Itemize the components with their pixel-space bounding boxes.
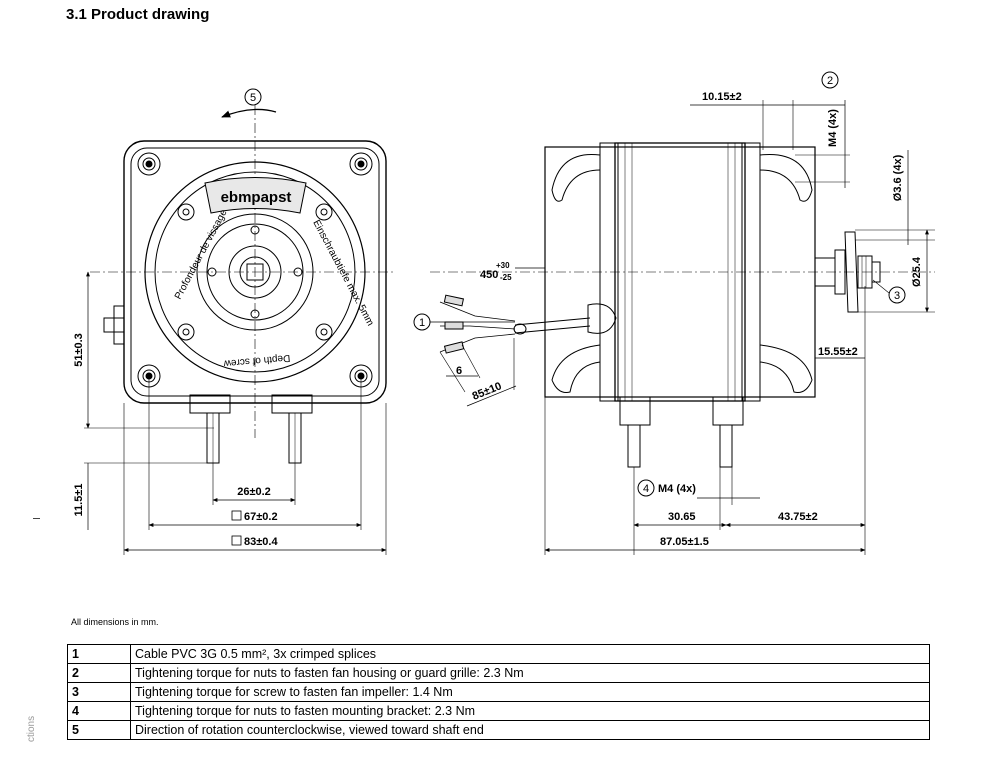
callout-1: 1 (419, 317, 425, 329)
callout-4: 4 (643, 483, 649, 495)
dim-m4-top: M4 (4x) (827, 109, 839, 147)
margin-mark (33, 518, 40, 519)
dim-25-4: Ø25.4 (911, 256, 923, 287)
product-drawing: ebmpapst Profondeur de vissage Einschrau… (73, 71, 935, 555)
label-de: Einschraubtiefe max. 5mm (310, 218, 375, 328)
note-text: Direction of rotation counterclockwise, … (130, 720, 930, 740)
dim-m4-bottom: M4 (4x) (658, 483, 696, 495)
table-row: 3 Tightening torque for screw to fasten … (67, 682, 930, 702)
label-fr: Profondeur de vissage (173, 208, 230, 302)
dim-15-55: 15.55±2 (818, 346, 858, 358)
note-number: 3 (67, 682, 131, 702)
note-number: 2 (67, 663, 131, 683)
note-number: 1 (67, 644, 131, 664)
dim-87-05: 87.05±1.5 (660, 536, 709, 548)
dim-11-5: 11.5±1 (73, 484, 85, 517)
dim-26: 26±0.2 (237, 486, 271, 498)
dim-83: 83±0.4 (244, 536, 278, 548)
dim-3-6: Ø3.6 (4x) (892, 154, 904, 201)
note-text: Cable PVC 3G 0.5 mm², 3x crimped splices (130, 644, 930, 664)
note-text: Tightening torque for nuts to fasten mou… (130, 701, 930, 721)
dim-450-tol-up: +30 (496, 261, 510, 270)
corner-holes (137, 152, 373, 388)
dim-85: 85±10 (471, 380, 504, 403)
note-number: 4 (67, 701, 131, 721)
dim-450-tol-dn: -25 (500, 273, 512, 282)
side-view: 1 450 +30 -25 6 85±10 10.15±2 2 M4 (4x) … (413, 71, 935, 555)
notes-table: 1 Cable PVC 3G 0.5 mm², 3x crimped splic… (67, 644, 930, 740)
brand-logo: ebmpapst (221, 189, 292, 206)
dim-43-75: 43.75±2 (778, 511, 818, 523)
page-title: 3.1 Product drawing (66, 6, 210, 23)
dim-67: 67±0.2 (244, 511, 278, 523)
margin-text: ctions (26, 715, 37, 742)
dim-51: 51±0.3 (73, 333, 85, 367)
dim-6: 6 (456, 365, 462, 377)
dim-30-65: 30.65 (668, 511, 696, 523)
note-number: 5 (67, 720, 131, 740)
dim-450: 450 (480, 269, 498, 281)
callout-3: 3 (894, 290, 900, 302)
callout-5: 5 (250, 92, 256, 104)
callout-2: 2 (827, 75, 833, 87)
note-text: Tightening torque for nuts to fasten fan… (130, 663, 930, 683)
dimensions-note: All dimensions in mm. (71, 617, 159, 627)
note-text: Tightening torque for screw to fasten fa… (130, 682, 930, 702)
label-en: Depth of screw (223, 352, 291, 369)
table-row: 2 Tightening torque for nuts to fasten f… (67, 663, 930, 683)
dim-10-15: 10.15±2 (702, 91, 742, 103)
table-row: 4 Tightening torque for nuts to fasten m… (67, 701, 930, 721)
table-row: 5 Direction of rotation counterclockwise… (67, 720, 930, 740)
table-row: 1 Cable PVC 3G 0.5 mm², 3x crimped splic… (67, 644, 930, 664)
front-view: ebmpapst Profondeur de vissage Einschrau… (73, 88, 395, 555)
screw-holes (177, 203, 333, 341)
